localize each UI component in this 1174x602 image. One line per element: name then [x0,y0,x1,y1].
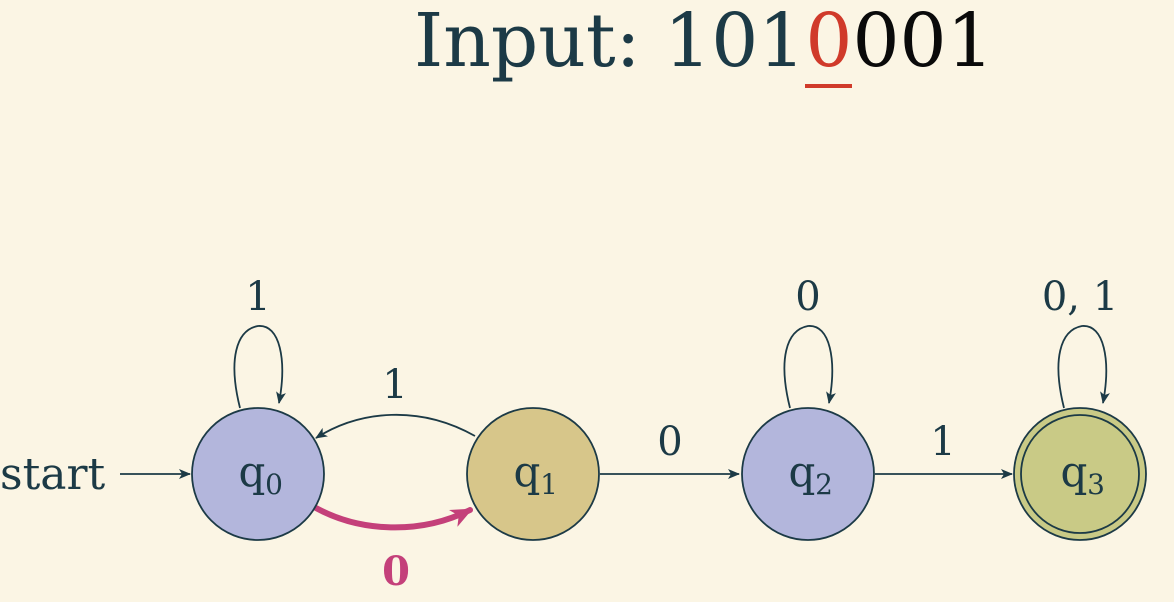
loop-q2 [783,325,836,409]
start-label: start [0,449,106,500]
state-q3-name: q [1061,447,1088,496]
loop-q0 [233,325,286,409]
state-q0-name: q [239,447,266,496]
label-q1-q2: 0 [657,419,682,465]
state-q1: q 1 [466,407,600,541]
loop-q3 [1057,325,1110,409]
input-prefix: Input: [414,0,665,84]
state-q0: q 0 [191,407,325,541]
input-title: Input: 1010001 [414,0,994,88]
label-q2-q3: 1 [930,419,955,465]
label-q0-q0: 1 [245,274,270,320]
edge-q1-q0 [315,413,476,439]
label-q0-q1: 0 [382,548,410,595]
consumed-symbols: 101 [664,0,806,84]
state-q2-sub: 2 [815,468,833,501]
state-q1-name: q [514,447,541,496]
state-q2-name: q [789,447,816,496]
label-q3-q3: 0, 1 [1042,274,1118,320]
label-q2-q2: 0 [795,274,820,320]
state-q3-sub: 3 [1087,468,1105,501]
state-q3-accepting: q 3 [1013,407,1147,541]
state-q2: q 2 [741,407,875,541]
label-q1-q0: 1 [382,362,407,408]
state-q1-sub: 1 [540,468,558,501]
current-symbol: 0 [805,0,853,88]
state-q0-sub: 0 [265,468,283,501]
remaining-symbols: 001 [852,0,994,84]
edge-q0-q1-active [313,505,473,531]
